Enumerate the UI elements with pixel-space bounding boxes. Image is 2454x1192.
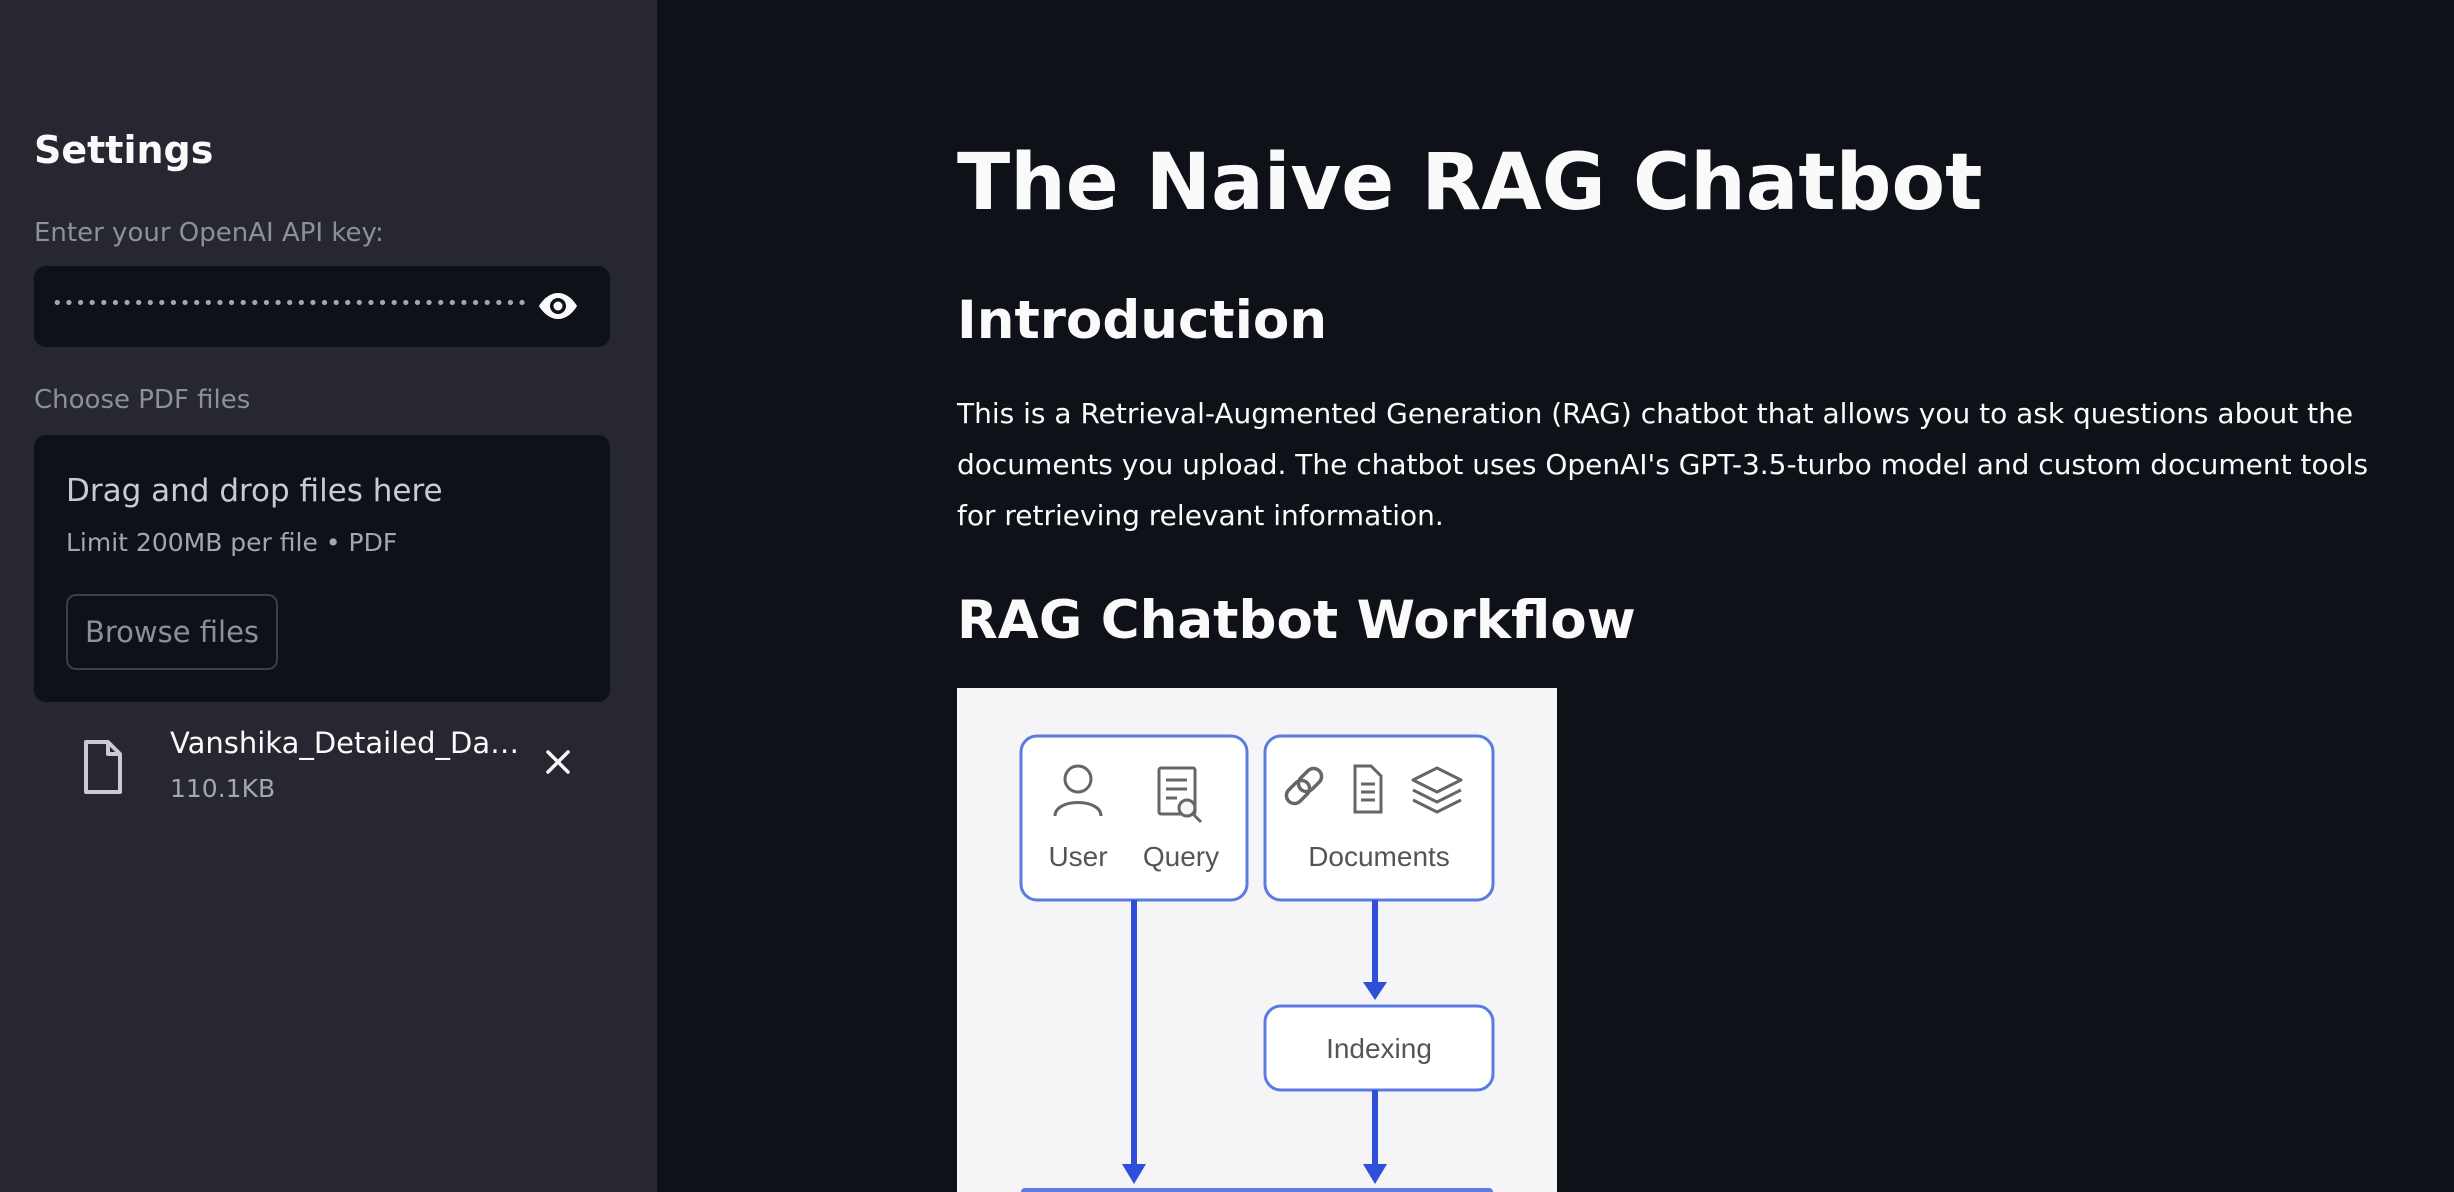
layers-icon [1411, 766, 1463, 814]
api-key-masked-value[interactable]: ••••••••••••••••••••••••••••••••••••••••… [52, 294, 526, 314]
indexing-box [1263, 1004, 1495, 1092]
query-search-icon [1157, 766, 1203, 824]
link-icon [1284, 766, 1324, 806]
uploaded-file-size: 110.1KB [170, 774, 276, 803]
file-icon [80, 738, 124, 796]
pdf-files-label: Choose PDF files [34, 385, 251, 415]
main-content: The Naive RAG Chatbot Introduction This … [657, 0, 2454, 1192]
api-key-label: Enter your OpenAI API key: [34, 218, 384, 248]
next-box-edge [1021, 1188, 1493, 1192]
sidebar-title: Settings [34, 128, 214, 172]
documents-label: Documents [1308, 841, 1450, 872]
remove-file-close-icon[interactable] [540, 744, 576, 780]
drop-zone-limit: Limit 200MB per file • PDF [66, 528, 398, 557]
sidebar: Settings Enter your OpenAI API key: ••••… [0, 0, 657, 1192]
indexing-label: Indexing [1326, 1033, 1432, 1064]
page-title: The Naive RAG Chatbot [957, 138, 1983, 228]
uploaded-file-name: Vanshika_Detailed_Data… [170, 726, 530, 760]
workflow-heading: RAG Chatbot Workflow [957, 590, 1636, 651]
uploaded-file-item: Vanshika_Detailed_Data… 110.1KB [34, 720, 610, 820]
user-label: User [1048, 841, 1107, 872]
show-password-eye-icon[interactable] [536, 288, 580, 324]
query-label: Query [1143, 841, 1219, 872]
workflow-diagram: User Query Documents Indexing [957, 688, 1557, 1192]
file-drop-zone[interactable]: Drag and drop files here Limit 200MB per… [34, 435, 610, 702]
user-icon [1053, 764, 1103, 817]
flow-arrows [1122, 900, 1387, 1184]
browse-files-button[interactable]: Browse files [66, 594, 278, 670]
introduction-heading: Introduction [957, 290, 1328, 351]
documents-box [1263, 734, 1495, 902]
user-query-box [1019, 734, 1249, 902]
api-key-field[interactable]: ••••••••••••••••••••••••••••••••••••••••… [34, 266, 610, 347]
introduction-text: This is a Retrieval-Augmented Generation… [957, 397, 2369, 532]
document-icon [1353, 764, 1383, 814]
drop-zone-title: Drag and drop files here [66, 473, 443, 509]
